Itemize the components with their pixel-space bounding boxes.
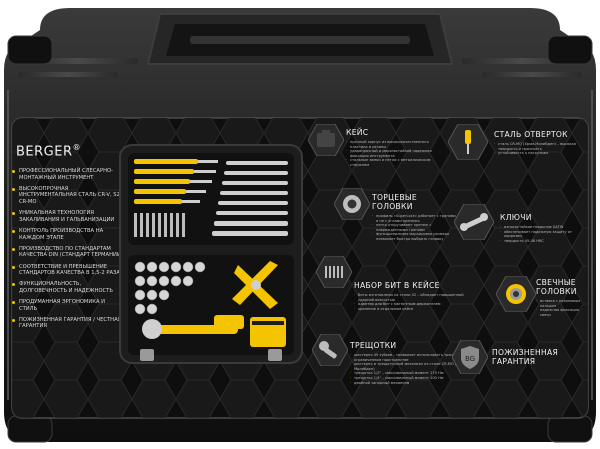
feature-wrenches-line: обеспечивает надежную защиту от коррозии bbox=[500, 230, 582, 239]
case-icon bbox=[308, 124, 344, 156]
benefits-list: ПРОФЕССИОНАЛЬНЫЙ СЛЕСАРНО-МОНТАЖНЫЙ ИНСТ… bbox=[12, 168, 124, 335]
feature-bits-line: хранение в отдельном кейсе bbox=[354, 307, 478, 312]
feature-screwdriver: СТАЛЬ ОТВЕРТОК сталь CR-MO (Хром-Молибде… bbox=[494, 130, 580, 156]
feature-bits-line: биты изготовлены из стали S2 – обладает … bbox=[354, 293, 478, 302]
feature-ratchets-line: трещотка 1/4" – максимальный момент 100 … bbox=[350, 376, 480, 381]
feature-spark-line: вставка с резиновым кольцом bbox=[536, 299, 590, 308]
feature-ratchets-line: шестерня и трещоточный механизм из стали… bbox=[350, 362, 480, 371]
feature-sockets-line: профиль «SuperLock» работает с гранями, … bbox=[372, 214, 458, 223]
feature-wrenches-line: износостойкое покрытие SATIN bbox=[500, 225, 582, 230]
feature-sockets: ТОРЦЕВЫЕ ГОЛОВКИ профиль «SuperLock» раб… bbox=[372, 193, 458, 242]
ratchet-icon bbox=[312, 334, 348, 366]
feature-case-line: ударопрочный и морозостойкий надежная фи… bbox=[346, 149, 442, 158]
feature-ratchets-line: двойной запорный механизм bbox=[350, 381, 480, 386]
feature-wrenches: КЛЮЧИ износостойкое покрытие SATIN обесп… bbox=[500, 213, 582, 243]
feature-case-title: КЕЙС bbox=[346, 128, 369, 137]
feature-ratchets-line: шестерня 45 зубьев – позволяет использов… bbox=[350, 353, 480, 362]
feature-spark-title: СВЕЧНЫЕ ГОЛОВКИ bbox=[536, 278, 577, 296]
feature-warranty-title: ПОЖИЗНЕННАЯ ГАРАНТИЯ bbox=[492, 348, 559, 366]
bits-icon bbox=[316, 256, 352, 288]
benefit-item: КОНТРОЛЬ ПРОИЗВОДСТВА НА КАЖДОМ ЭТАПЕ bbox=[12, 228, 124, 241]
feature-sockets-line: легко откручивают крепеж с повреждёнными… bbox=[372, 223, 458, 232]
open-toolset-image bbox=[118, 143, 304, 365]
benefit-item: СООТВЕТСТВИЕ И ПРЕВЫШЕНИЕ СТАНДАРТОВ КАЧ… bbox=[12, 264, 124, 277]
feature-sockets-line: функциональная маркировка размера позвол… bbox=[372, 232, 458, 241]
spark-socket-icon bbox=[496, 276, 536, 312]
feature-bits-title: НАБОР БИТ В КЕЙСЕ bbox=[354, 281, 440, 290]
feature-screwdriver-title: СТАЛЬ ОТВЕРТОК bbox=[494, 130, 568, 139]
feature-case: КЕЙС прочный корпус из высококачественно… bbox=[346, 128, 442, 168]
brand-logo: BERGER® bbox=[16, 143, 81, 159]
feature-wrenches-title: КЛЮЧИ bbox=[500, 213, 532, 222]
benefit-item: ПОЖИЗНЕННАЯ ГАРАНТИЯ / ЧЕСТНАЯ ГАРАНТИЯ bbox=[12, 317, 124, 330]
feature-ratchets: ТРЕЩОТКИ шестерня 45 зубьев – позволяет … bbox=[350, 341, 480, 385]
feature-ratchets-title: ТРЕЩОТКИ bbox=[350, 341, 397, 350]
feature-wrenches-line: твердость 45-48 HRC bbox=[500, 239, 582, 244]
feature-screwdriver-line: устойчивость к нагрузкам bbox=[494, 151, 580, 156]
feature-warranty: ПОЖИЗНЕННАЯ ГАРАНТИЯ bbox=[492, 348, 584, 366]
benefit-item: ВЫСОКОПРОЧНАЯ ИНСТРУМЕНТАЛЬНАЯ СТАЛЬ CR-… bbox=[12, 186, 124, 206]
feature-screwdriver-line: сталь CR-MO (Хром-Молибден) – высокая тв… bbox=[494, 142, 580, 151]
feature-case-line: стальные замки и петли с металлическим с… bbox=[346, 158, 442, 167]
warranty-shield-icon: BG bbox=[452, 340, 488, 374]
feature-case-line: прочный корпус из высококачественного пл… bbox=[346, 140, 442, 149]
feature-spark: СВЕЧНЫЕ ГОЛОВКИ вставка с резиновым коль… bbox=[536, 278, 590, 317]
benefit-item: ПРОИЗВОДСТВО ПО СТАНДАРТАМ КАЧЕСТВА DIN … bbox=[12, 246, 124, 259]
wrench-icon bbox=[454, 204, 494, 240]
brand-name: BERGER bbox=[16, 144, 73, 160]
benefit-item: ПРОДУМАННАЯ ЭРГОНОМИКА И СТИЛЬ bbox=[12, 299, 124, 312]
brand-registered-mark: ® bbox=[72, 143, 81, 152]
benefit-item: ПРОФЕССИОНАЛЬНЫЙ СЛЕСАРНО-МОНТАЖНЫЙ ИНСТ… bbox=[12, 168, 124, 181]
feature-bits-line: адаптер для бит с магнитным держателем bbox=[354, 302, 478, 307]
feature-bits: НАБОР БИТ В КЕЙСЕ биты изготовлены из ст… bbox=[354, 281, 478, 311]
screwdriver-icon bbox=[448, 124, 488, 160]
socket-icon bbox=[334, 188, 370, 220]
benefit-item: ФУНКЦИОНАЛЬНОСТЬ, ДОЛГОВЕЧНОСТЬ И НАДЕЖН… bbox=[12, 281, 124, 294]
feature-spark-line: надежная фиксация свечи bbox=[536, 308, 590, 317]
feature-ratchets-line: трещотка 1/2" – максимальный момент 170 … bbox=[350, 371, 480, 376]
feature-sockets-title: ТОРЦЕВЫЕ ГОЛОВКИ bbox=[372, 193, 417, 211]
benefit-item: УНИКАЛЬНАЯ ТЕХНОЛОГИЯ ЗАКАЛИВАНИЯ И ГАЛЬ… bbox=[12, 210, 124, 223]
warranty-badge-text: BG bbox=[465, 355, 475, 363]
